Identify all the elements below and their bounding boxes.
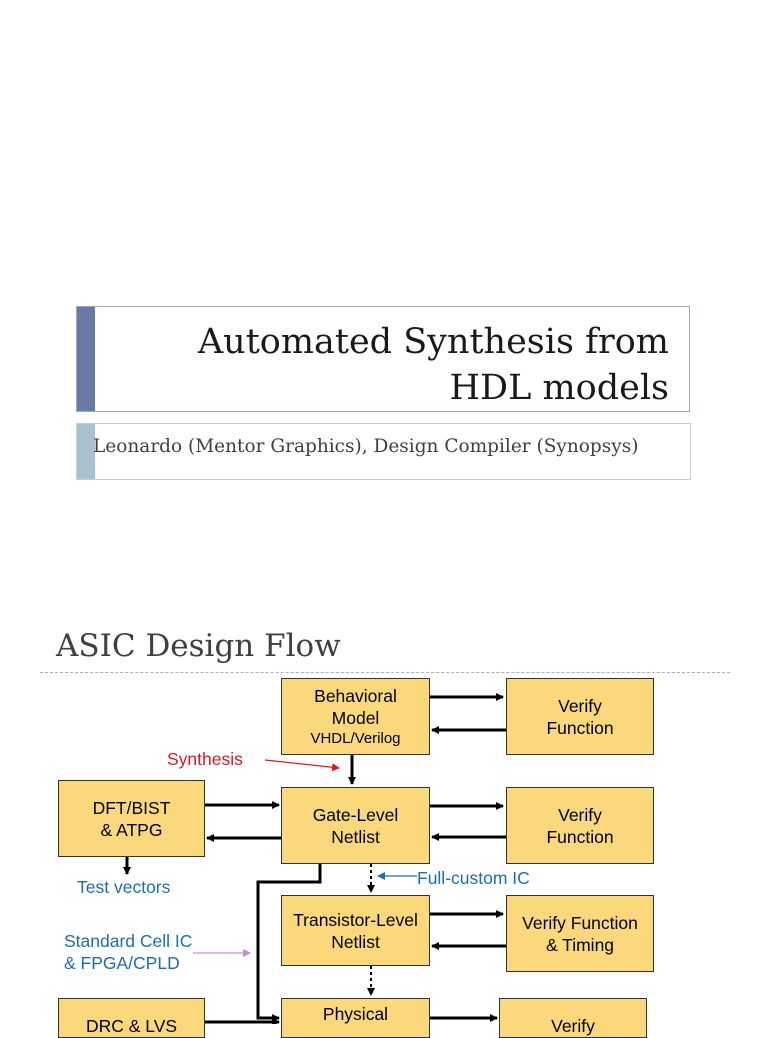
synthesis-label: Synthesis — [167, 749, 243, 769]
verify3-line2: & Timing — [545, 934, 615, 955]
physical-layout-box: Physical — [281, 998, 430, 1038]
subtitle-box: Leonardo (Mentor Graphics), Design Compi… — [76, 423, 691, 480]
verify-function-box-1: Verify Function — [506, 678, 654, 755]
verify4-line1: Verify — [551, 1016, 595, 1036]
standard-cell-label: Standard Cell IC & FPGA/CPLD — [64, 930, 192, 974]
title-separator — [40, 672, 730, 673]
verify1-line2: Function — [546, 717, 614, 738]
slide-subtitle: Leonardo (Mentor Graphics), Design Compi… — [93, 436, 639, 457]
verify-function-timing-box: Verify Function & Timing — [506, 895, 654, 972]
verify3-line1: Verify Function — [522, 912, 638, 933]
behavioral-line3: VHDL/Verilog — [310, 729, 401, 747]
full-custom-label: Full-custom IC — [417, 868, 530, 888]
flow-title: ASIC Design Flow — [56, 628, 341, 664]
dft-bist-atpg-box: DFT/BIST & ATPG — [58, 780, 205, 857]
gate-line2: Netlist — [331, 826, 380, 847]
dft-line2: & ATPG — [100, 819, 163, 840]
behavioral-line2: Model — [331, 707, 380, 728]
slide-title: Automated Synthesis from HDL models — [129, 319, 669, 411]
standard-cell-line1: Standard Cell IC — [64, 931, 193, 951]
verify-box-4: Verify — [499, 998, 647, 1038]
drc-line1: DRC & LVS — [85, 1016, 178, 1036]
transistor-line1: Transistor-Level — [293, 909, 418, 930]
verify2-line2: Function — [546, 826, 614, 847]
verify-function-box-2: Verify Function — [506, 787, 654, 864]
verify1-line1: Verify — [558, 695, 602, 716]
arrow-gate-to-physical — [256, 864, 322, 1022]
synthesis-pointer — [264, 759, 340, 772]
subtitle-accent-bar — [77, 424, 95, 479]
title-line-2: HDL models — [449, 368, 670, 408]
title-box: Automated Synthesis from HDL models — [76, 306, 690, 412]
standard-cell-line2: & FPGA/CPLD — [64, 953, 180, 973]
dft-line1: DFT/BIST — [92, 797, 171, 818]
gate-level-netlist-box: Gate-Level Netlist — [281, 787, 430, 864]
behavioral-model-box: Behavioral Model VHDL/Verilog — [281, 678, 430, 755]
title-accent-bar — [77, 307, 95, 411]
transistor-line2: Netlist — [331, 931, 380, 952]
test-vectors-label: Test vectors — [77, 877, 171, 897]
physical-line1: Physical — [322, 1004, 389, 1024]
drc-lvs-box: DRC & LVS — [58, 998, 205, 1038]
behavioral-line1: Behavioral — [314, 685, 397, 706]
gate-line1: Gate-Level — [312, 804, 399, 825]
title-line-1: Automated Synthesis from — [197, 322, 669, 362]
transistor-level-netlist-box: Transistor-Level Netlist — [281, 895, 430, 966]
verify2-line1: Verify — [558, 804, 602, 825]
